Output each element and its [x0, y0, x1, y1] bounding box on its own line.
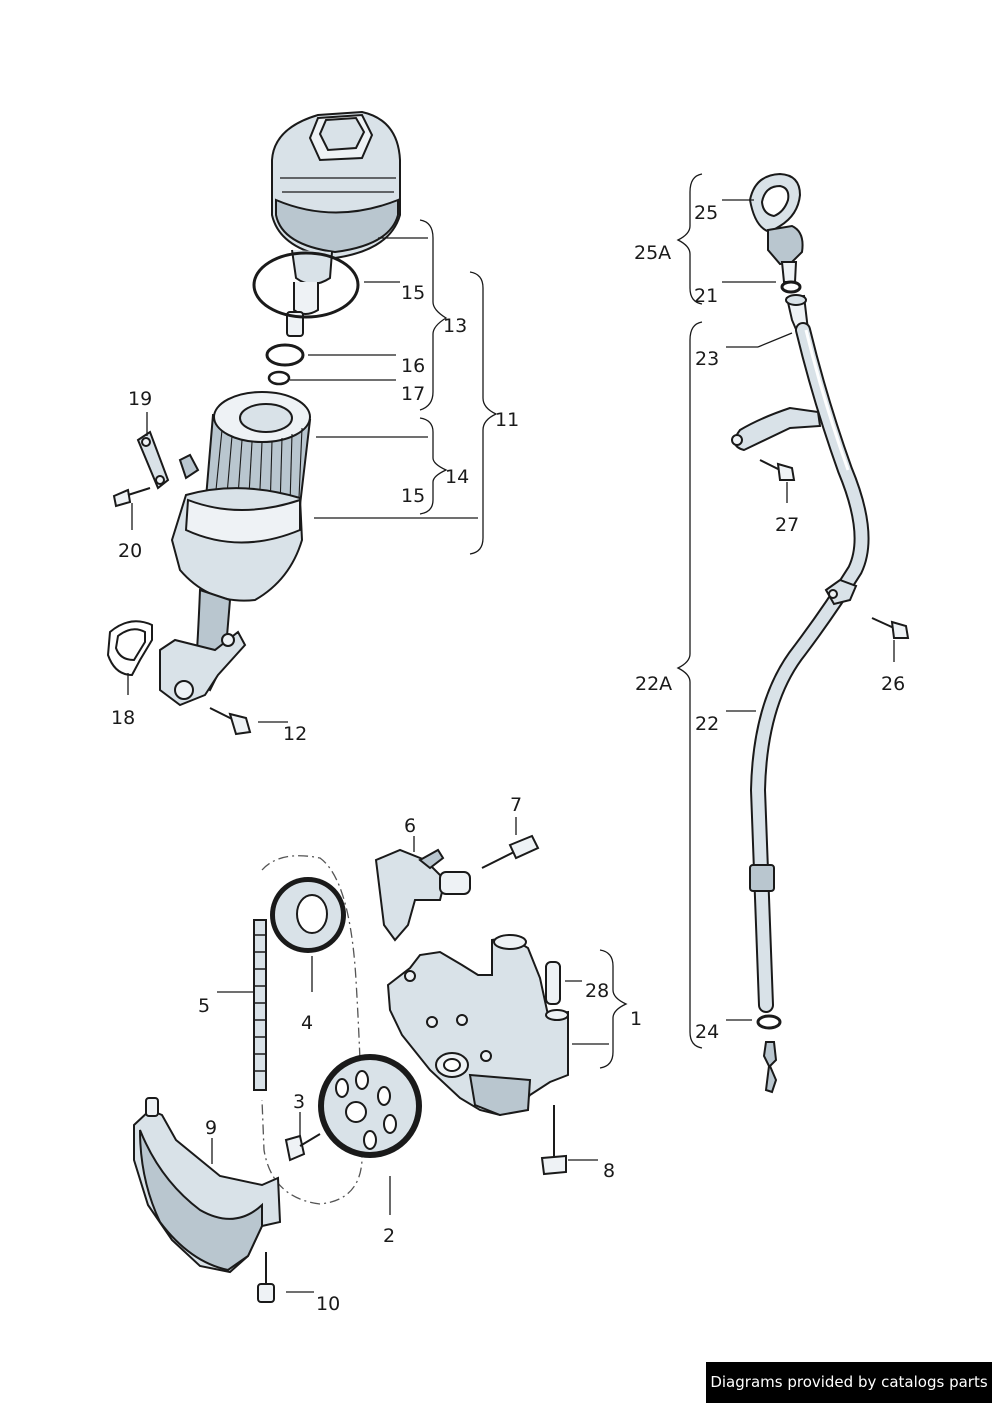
oil-pump-1	[386, 934, 569, 1117]
tensioner-6	[374, 848, 471, 942]
dipstick-tip	[762, 1041, 778, 1094]
oil-filter-housing	[159, 453, 304, 707]
bolt-8	[540, 1105, 567, 1176]
seal-ring-17	[267, 370, 291, 386]
part-labels: 15 13 16 17 11 14 15 19 20 18 12 25 25A …	[111, 202, 905, 1315]
label-part-15a[interactable]: 15	[401, 282, 425, 304]
label-part-18[interactable]: 18	[111, 707, 135, 729]
dipstick-guide-tube-22	[731, 322, 870, 1013]
brace-13	[419, 219, 448, 411]
label-part-22A[interactable]: 22A	[635, 673, 672, 695]
bolt-27	[759, 459, 796, 481]
label-part-10[interactable]: 10	[316, 1293, 340, 1315]
cover-9	[133, 1097, 282, 1274]
bolt-20	[112, 487, 151, 508]
label-part-14[interactable]: 14	[445, 466, 469, 488]
dowel-28	[545, 961, 561, 1005]
dipstick-handle	[748, 172, 804, 283]
label-part-25[interactable]: 25	[694, 202, 718, 224]
seal-24	[756, 1014, 782, 1030]
label-part-26[interactable]: 26	[881, 673, 905, 695]
label-part-23[interactable]: 23	[695, 348, 719, 370]
bolt-12	[209, 707, 252, 736]
leader-lines	[127, 199, 895, 1293]
seal-ring-16	[265, 343, 305, 367]
o-ring-large	[252, 251, 360, 319]
label-part-9[interactable]: 9	[205, 1117, 217, 1139]
label-part-8[interactable]: 8	[603, 1160, 615, 1182]
label-part-13[interactable]: 13	[443, 315, 467, 337]
label-part-21[interactable]: 21	[694, 285, 718, 307]
bracket-19	[136, 430, 170, 490]
label-part-24[interactable]: 24	[695, 1021, 719, 1043]
oil-filter-cap	[271, 110, 401, 337]
label-part-3[interactable]: 3	[293, 1091, 305, 1113]
label-part-5[interactable]: 5	[198, 995, 210, 1017]
seal-21	[780, 280, 802, 294]
gasket-18	[106, 620, 153, 677]
chain-5	[253, 919, 267, 1091]
label-part-16[interactable]: 16	[401, 355, 425, 377]
bolt-26	[871, 617, 910, 639]
label-part-1[interactable]: 1	[630, 1008, 642, 1030]
label-part-12[interactable]: 12	[283, 723, 307, 745]
brace-11	[469, 271, 498, 555]
brace-14	[419, 417, 448, 515]
label-part-22[interactable]: 22	[695, 713, 719, 735]
label-part-11[interactable]: 11	[495, 409, 519, 431]
oil-filter-element	[204, 391, 312, 517]
label-part-27[interactable]: 27	[775, 514, 799, 536]
label-part-25A[interactable]: 25A	[634, 242, 671, 264]
label-part-6[interactable]: 6	[404, 815, 416, 837]
bolt-3	[284, 1133, 321, 1162]
label-part-17[interactable]: 17	[401, 383, 425, 405]
attribution-text: Diagrams provided by catalogs parts	[710, 1373, 988, 1391]
label-part-20[interactable]: 20	[118, 540, 142, 562]
label-part-2[interactable]: 2	[383, 1225, 395, 1247]
brace-1	[599, 949, 628, 1069]
label-part-15b[interactable]: 15	[401, 485, 425, 507]
label-part-19[interactable]: 19	[128, 388, 152, 410]
label-part-7[interactable]: 7	[510, 794, 522, 816]
brace-25A	[676, 173, 703, 305]
label-part-4[interactable]: 4	[301, 1012, 313, 1034]
label-part-28[interactable]: 28	[585, 980, 609, 1002]
sprocket-4	[270, 877, 346, 953]
sprocket-2	[318, 1054, 422, 1158]
attribution-footer: Diagrams provided by catalogs parts	[706, 1362, 992, 1403]
brace-22A	[676, 321, 703, 1049]
bolt-10	[257, 1252, 275, 1303]
bolt-7	[481, 834, 540, 869]
